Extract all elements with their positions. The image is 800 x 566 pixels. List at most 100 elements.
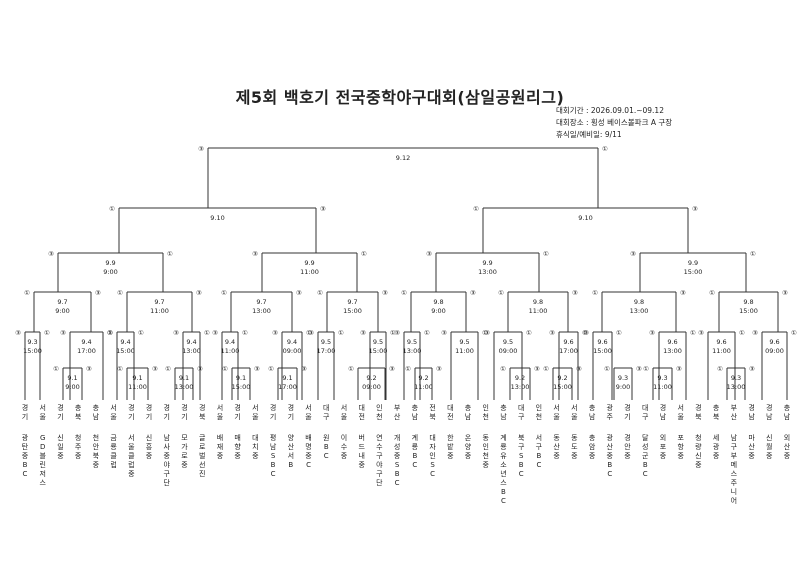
team-region: 전북	[429, 404, 436, 421]
info-period: 대회기간 : 2026.09.01.~09.12	[556, 106, 664, 115]
r64-7-date: 9.2	[418, 374, 428, 382]
r64-11-time: 11:00	[653, 383, 672, 391]
team-name: 청주중	[74, 434, 82, 460]
team-name: 경안중	[624, 434, 631, 460]
r32-14-time: 13:00	[663, 347, 682, 355]
r64-7-left-num: ①	[405, 365, 411, 373]
team-region: 인천	[376, 404, 383, 421]
team-name: 배명중C	[305, 434, 312, 469]
r16-5-right-num: ③	[470, 289, 476, 297]
team-name: 대치중	[252, 434, 259, 460]
team-name: 충암중	[588, 434, 596, 460]
team-name: 계룡유소년스BC	[500, 434, 507, 505]
r32-10-left-num: ③	[441, 329, 447, 337]
quarter-1-left-num: ③	[48, 250, 54, 258]
r64-2-date: 9.1	[132, 374, 142, 382]
r16-7-left-num: ①	[592, 289, 598, 297]
r16-6-left-num: ①	[498, 289, 504, 297]
r32-2-left-num: ③	[60, 329, 66, 337]
tournament-info: 대회기간 : 2026.09.01.~09.12 대회장소 : 횡성 베이스볼파…	[556, 105, 672, 141]
r32-16-left-num: ③	[752, 329, 758, 337]
info-venue: 대회장소 : 횡성 베이스볼파크 A 구장	[556, 118, 673, 127]
team-region: 경기	[181, 404, 188, 421]
r64-9-left-num: ①	[543, 365, 549, 373]
team-region: 충남	[783, 404, 791, 421]
team-region: 서울	[39, 404, 46, 421]
team-name: 모가로중	[181, 434, 188, 469]
quarter-2-right-num: ①	[361, 250, 367, 258]
quarter-2-left-num: ③	[252, 250, 258, 258]
team-name: 외포중	[659, 434, 667, 460]
team-name: 동인천중	[482, 434, 489, 469]
r32-1-time: 15:00	[23, 347, 42, 355]
r16-1-right-num: ③	[95, 289, 101, 297]
r64-8-right-num: ③	[534, 365, 540, 373]
r16-5-time: 9:00	[431, 307, 446, 315]
team-name: 금룡클럽	[110, 434, 117, 469]
team-name: GD블린저스	[39, 434, 46, 487]
quarter-2-date: 9.9	[304, 259, 314, 267]
r16-8-date: 9.8	[743, 298, 753, 306]
team-region: 대전	[447, 404, 454, 421]
team-region: 대구	[641, 404, 649, 421]
r16-3-date: 9.7	[256, 298, 266, 306]
final-match-right-num: ①	[602, 145, 608, 153]
r32-12-right-num: ①	[582, 329, 588, 337]
r32-5-date: 9.4	[225, 338, 235, 346]
r32-7-date: 9.5	[321, 338, 331, 346]
team-region: 충남	[464, 404, 472, 421]
r32-12-time: 17:00	[559, 347, 578, 355]
team-region: 경기	[234, 404, 241, 421]
team-name: 양산서B	[287, 434, 295, 469]
team-region: 경기	[163, 404, 170, 421]
team-region: 경기	[128, 404, 135, 421]
r16-1-left-num: ①	[24, 289, 30, 297]
team-region: 부산	[393, 404, 401, 421]
team-region: 서울	[305, 404, 312, 421]
r64-3-date: 9.1	[179, 374, 189, 382]
r32-11-date: 9.5	[503, 338, 513, 346]
r16-3-left-num: ①	[221, 289, 227, 297]
team-name: 버드내중	[358, 434, 365, 469]
r32-5-time: 11:00	[221, 347, 240, 355]
r64-4-left-num: ①	[222, 365, 228, 373]
team-name: 천안북중	[92, 434, 100, 469]
team-name: 신일중	[57, 434, 64, 460]
r64-10-left-num: ①	[604, 365, 610, 373]
quarter-4-date: 9.9	[688, 259, 698, 267]
team-region: 광주	[606, 404, 613, 421]
r64-9-time: 15:00	[553, 383, 572, 391]
r32-13-right-num: ①	[616, 329, 622, 337]
team-name: 세광중	[712, 434, 720, 460]
team-name: 달성군BC	[641, 434, 649, 478]
r32-9-date: 9.5	[407, 338, 417, 346]
team-name: 남구부메스주니어	[730, 434, 738, 505]
final-match-date: 9.12	[396, 154, 410, 162]
r32-10-right-num: ①	[482, 329, 488, 337]
r64-4-time: 15:00	[232, 383, 251, 391]
r32-7-left-num: ③	[308, 329, 314, 337]
r16-8-right-num: ③	[782, 289, 788, 297]
team-name: 신흥중	[145, 434, 153, 460]
r16-2-date: 9.7	[154, 298, 164, 306]
r64-11-date: 9.3	[657, 374, 667, 382]
team-name: 매향중	[234, 434, 241, 460]
team-name: 동산중	[553, 434, 560, 460]
r32-16-date: 9.6	[769, 338, 779, 346]
team-region: 부산	[730, 404, 738, 421]
r32-10-time: 11:00	[455, 347, 474, 355]
r16-2-left-num: ①	[117, 289, 123, 297]
r32-11-time: 09:00	[499, 347, 518, 355]
team-region: 인천	[535, 404, 543, 421]
team-region: 경남	[659, 404, 667, 421]
r16-4-left-num: ①	[317, 289, 323, 297]
team-name: 개성중SBC	[393, 434, 401, 487]
team-region: 경기	[57, 404, 64, 421]
r16-3-right-num: ③	[296, 289, 302, 297]
team-region: 충남	[92, 404, 100, 421]
r32-1-right-num: ①	[44, 329, 50, 337]
r32-8-date: 9.5	[373, 338, 383, 346]
r16-2-right-num: ③	[196, 289, 202, 297]
r32-8-right-num: ①	[390, 329, 396, 337]
r32-2-right-num: ①	[107, 329, 113, 337]
